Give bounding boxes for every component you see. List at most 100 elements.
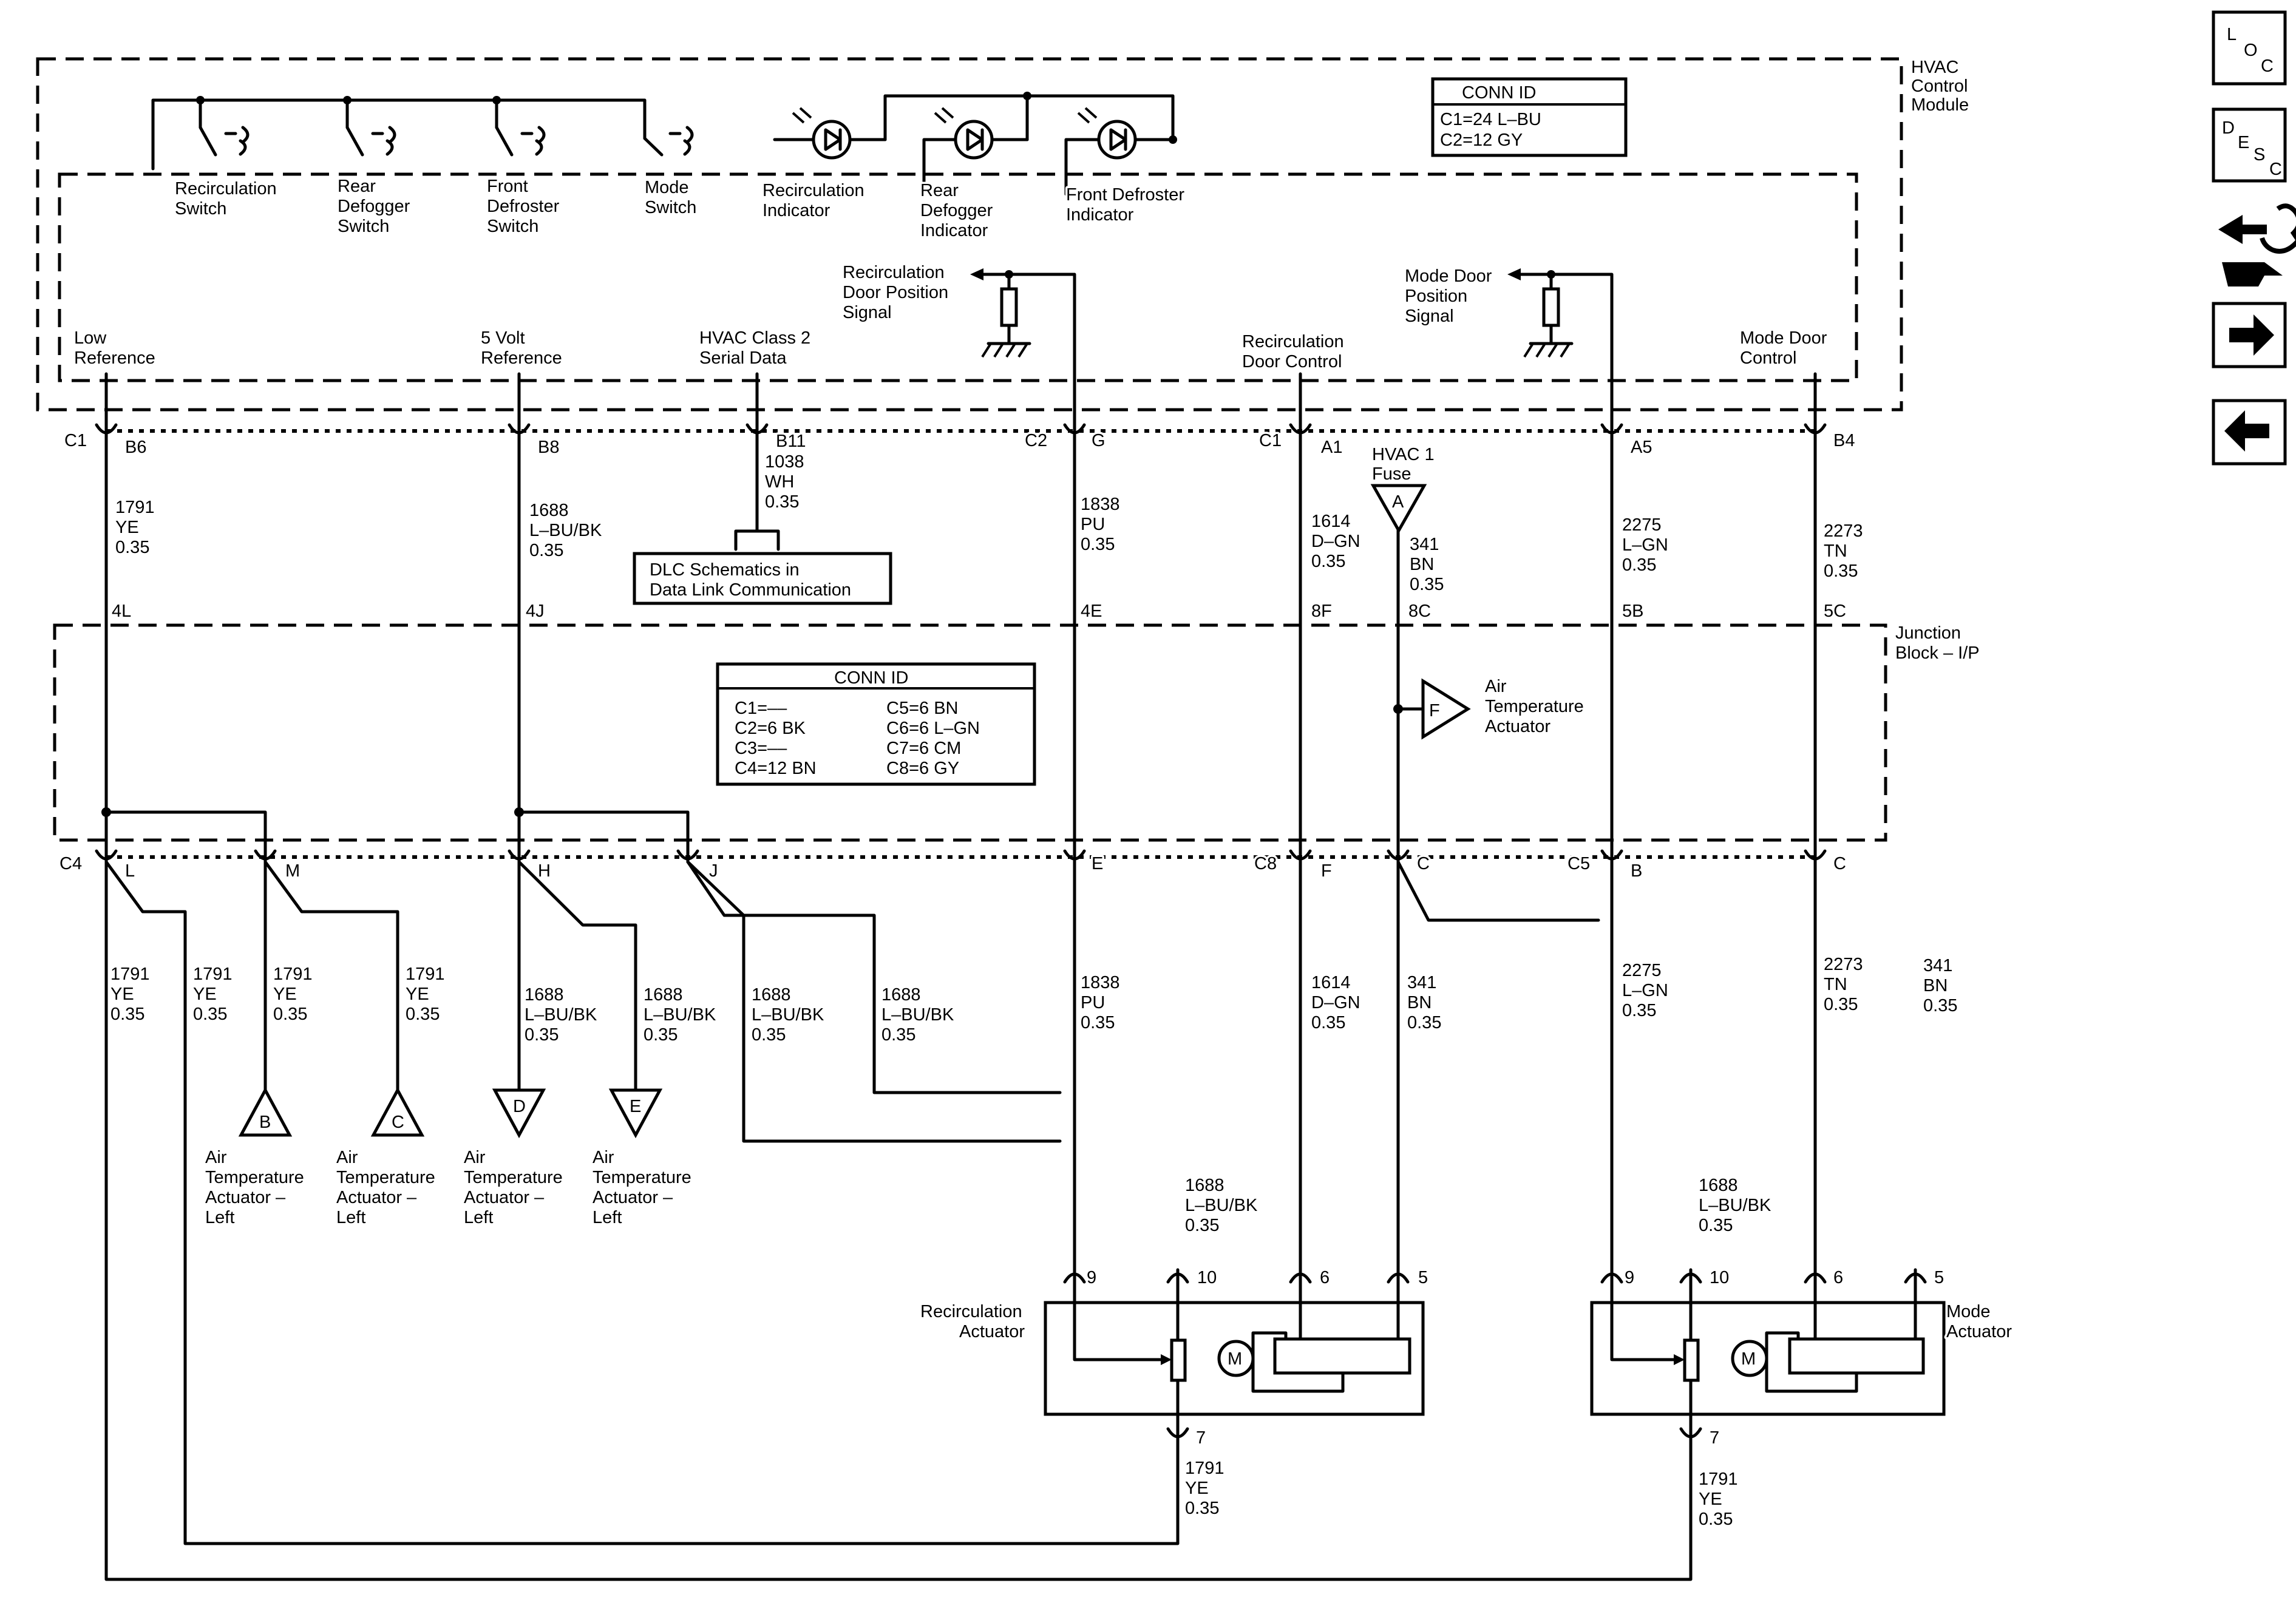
- desc-letter-s: S: [2254, 145, 2265, 164]
- next-page-button[interactable]: [2212, 302, 2287, 368]
- recirculation-actuator: M Recirculation Actuator 9 10 6 5 7 1688…: [919, 1174, 1430, 1520]
- j1-2: L–BU/BK: [752, 1005, 824, 1025]
- pin-b11-label: B11: [776, 432, 806, 451]
- recirc-ground-1: 1791: [1185, 1459, 1224, 1478]
- recirc-pin-10: 10: [1197, 1268, 1217, 1287]
- junction-title-1: Junction: [1895, 623, 1961, 643]
- front-defroster-switch-label-3: Switch: [487, 217, 538, 236]
- l1-1: 1791: [110, 964, 150, 984]
- dlc-box-line-2: Data Link Communication: [650, 580, 851, 600]
- w1791-top-2: YE: [115, 518, 139, 537]
- mode-ground-3: 0.35: [1699, 1510, 1733, 1529]
- offpage-b-label-4: Left: [205, 1208, 234, 1227]
- w1038-top-2: WH: [765, 472, 794, 492]
- offpage-b-letter: B: [259, 1113, 271, 1132]
- offpage-c-label-1: Air: [336, 1148, 358, 1167]
- dlc-reference: DLC Schematics in Data Link Communicatio…: [633, 529, 892, 605]
- bn2-3: 0.35: [1923, 996, 1957, 1015]
- w2275-top-1: 2275: [1622, 515, 1662, 535]
- recirc-pin-7: 7: [1196, 1428, 1206, 1448]
- pin-a1-label: A1: [1321, 438, 1342, 457]
- j1-3: 0.35: [752, 1025, 786, 1045]
- recirc-feed-1: 1688: [1185, 1176, 1224, 1195]
- hvac-conn-id-table: CONN ID C1=24 L–BU C2=12 GY: [1431, 77, 1628, 157]
- junction-title-2: Block – I/P: [1895, 643, 1980, 663]
- offpage-b-label-3: Actuator –: [205, 1188, 286, 1207]
- j2-2: L–BU/BK: [881, 1005, 954, 1025]
- c2-3: 0.35: [1824, 995, 1858, 1014]
- w341-top-3: 0.35: [1410, 575, 1444, 594]
- w2273-top-2: TN: [1824, 541, 1847, 561]
- air-temp-f-letter: F: [1429, 701, 1440, 720]
- recirc-door-control-label-2: Door Control: [1242, 352, 1342, 371]
- desc-button[interactable]: D E S C: [2212, 107, 2287, 183]
- arrow-right-icon: [2229, 314, 2274, 356]
- jb-conn-right-3: C7=6 CM: [886, 739, 961, 758]
- offpage-connectors: B C D E Air Temperature Actuator – Left …: [203, 1086, 693, 1230]
- mode-feed-3: 0.35: [1699, 1216, 1733, 1235]
- b-3: 0.35: [1622, 1001, 1656, 1020]
- w1038-top-3: 0.35: [765, 492, 799, 512]
- pin-c1-a-label: C1: [1259, 431, 1282, 450]
- offpage-e-label-4: Left: [593, 1208, 622, 1227]
- offpage-d-label-4: Left: [464, 1208, 493, 1227]
- w1614-top-2: D–GN: [1311, 532, 1360, 551]
- front-defroster-switch: Front Defroster Switch: [485, 96, 562, 239]
- recirculation-indicator-label-1: Recirculation: [763, 181, 864, 200]
- circuit-labels: Low Reference 5 Volt Reference HVAC Clas…: [72, 327, 1830, 374]
- desc-letter-d: D: [2222, 118, 2235, 138]
- w1688-top-1: 1688: [529, 501, 569, 520]
- jb-pin-4l: 4L: [112, 602, 131, 621]
- l3-2: YE: [273, 985, 297, 1004]
- pin-b6-label: B6: [125, 438, 146, 457]
- e-3: 0.35: [1081, 1013, 1115, 1032]
- e-2: PU: [1081, 993, 1105, 1012]
- rear-defogger-indicator-label-3: Indicator: [920, 221, 988, 240]
- mode-feed-1: 1688: [1699, 1176, 1738, 1195]
- mode-motor-letter: M: [1741, 1349, 1756, 1369]
- loc-button[interactable]: L O C: [2212, 10, 2287, 86]
- mode-ground-1: 1791: [1699, 1470, 1738, 1489]
- jb-b-label: B: [1631, 861, 1642, 881]
- offpage-d-letter: D: [513, 1097, 526, 1116]
- jb-c2-label: C: [1833, 854, 1846, 873]
- pin-c1-label: C1: [64, 431, 87, 450]
- jb-e-label: E: [1092, 854, 1103, 873]
- w1688-top-3: 0.35: [529, 541, 563, 560]
- hvac-module-title-3: Module: [1911, 95, 1969, 115]
- recirc-feed-3: 0.35: [1185, 1216, 1219, 1235]
- lower-wires: [104, 860, 1817, 1581]
- previous-page-button[interactable]: [2212, 399, 2287, 466]
- j2-1: 1688: [881, 985, 921, 1005]
- jb-conn-left-1: C1=––: [735, 699, 787, 718]
- mode-door-control-label-1: Mode Door: [1740, 328, 1827, 348]
- mode-position-signal-label-1: Mode Door: [1405, 266, 1492, 286]
- c2-2: TN: [1824, 975, 1847, 994]
- mode-switch-label-2: Switch: [645, 198, 696, 217]
- recirc-position-signal-label-3: Signal: [843, 303, 892, 322]
- recirc-pin-5: 5: [1418, 1268, 1428, 1287]
- front-defroster-indicator: Front Defroster Indicator: [1025, 94, 1187, 227]
- w1688-top-2: L–BU/BK: [529, 521, 602, 540]
- low-reference-label-1: Low: [74, 328, 107, 348]
- c-2: BN: [1407, 993, 1432, 1012]
- hvac-1-fuse: HVAC 1 Fuse A: [1370, 443, 1436, 534]
- jb-conn-right-1: C5=6 BN: [886, 699, 958, 718]
- junction-bottom-connector: C4 L M H J E C8 F C C5 B C: [58, 849, 1848, 883]
- w1791-top-1: 1791: [115, 498, 155, 517]
- front-defroster-indicator-label-1: Front Defroster: [1066, 185, 1184, 205]
- w1838-top-1: 1838: [1081, 495, 1120, 514]
- recirc-door-position-signal: Recirculation Door Position Signal: [841, 261, 1076, 427]
- connector-tool-icon[interactable]: [2218, 203, 2296, 286]
- offpage-e-label-3: Actuator –: [593, 1188, 673, 1207]
- l2-3: 0.35: [193, 1005, 227, 1024]
- recirculation-switch-label-2: Switch: [175, 199, 226, 219]
- fuse-a-letter: A: [1392, 492, 1404, 512]
- b-2: L–GN: [1622, 981, 1668, 1000]
- loc-letter-l: L: [2227, 25, 2237, 44]
- lower-wire-labels: 1791 YE 0.35 1791 YE 0.35 1791 YE 0.35 1…: [109, 953, 1960, 1047]
- recirculation-indicator-label-2: Indicator: [763, 201, 830, 220]
- offpage-e-label-2: Temperature: [593, 1168, 691, 1187]
- recirc-ground-3: 0.35: [1185, 1499, 1219, 1518]
